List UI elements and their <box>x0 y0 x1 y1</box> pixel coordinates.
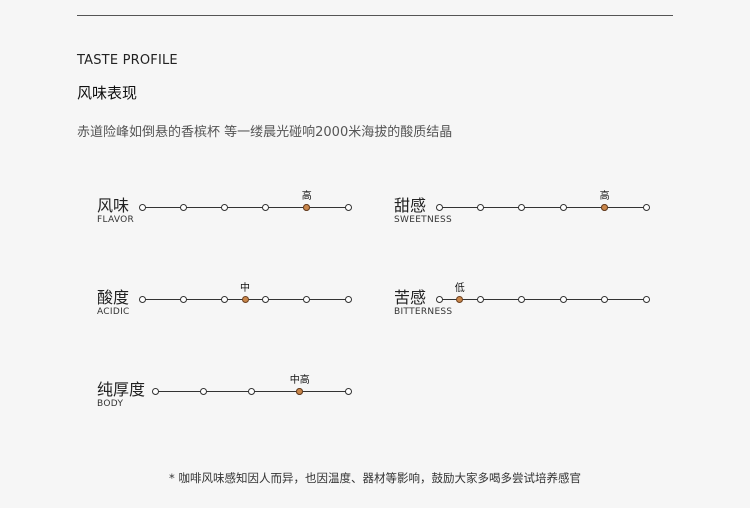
footnote: * 咖啡风味感知因人而异，也因温度、器材等影响，鼓励大家多喝多尝试培养感官 <box>169 471 581 485</box>
acidic-level-marker <box>241 296 249 303</box>
bitterness-level-label: 低 <box>454 283 465 294</box>
sweetness-level-marker <box>601 204 609 211</box>
sweetness-scale: 高 <box>435 191 650 211</box>
body-level-label: 中高 <box>289 375 310 386</box>
body-scale-dot <box>248 388 255 395</box>
flavor-scale-dot <box>262 204 270 211</box>
attr-acidic-zh: 酸度 <box>97 288 130 307</box>
attr-sweetness-en: SWEETNESS <box>394 215 453 225</box>
flavor-scale-dot <box>220 204 228 211</box>
acidic-scale-dot <box>303 296 311 303</box>
flavor-level-label: 高 <box>301 191 312 202</box>
body-level-marker <box>296 388 304 395</box>
sweetness-scale-line <box>439 207 646 208</box>
flavor-scale-dot <box>179 204 187 211</box>
body-scale: 中高 <box>151 375 352 395</box>
bitterness-scale-dot <box>559 296 567 303</box>
acidic-scale-dot <box>179 296 187 303</box>
attr-bitterness-en: BITTERNESS <box>394 307 453 317</box>
acidic-level-label: 中 <box>240 283 250 294</box>
body-scale-dot <box>199 388 207 395</box>
bitterness-scale-dot <box>476 296 484 303</box>
acidic-scale: 中 <box>138 283 352 303</box>
acidic-scale-dot <box>344 296 352 303</box>
body-scale-dot <box>151 388 159 395</box>
bitterness-scale-dot <box>435 296 443 303</box>
section-description: 赤道险峰如倒悬的香槟杯 等一缕晨光碰响2000米海拔的酸质结晶 <box>77 125 453 140</box>
sweetness-scale-dot <box>642 204 650 211</box>
attr-sweetness-zh: 甜感 <box>394 196 427 215</box>
flavor-scale-dot <box>138 204 146 211</box>
sweetness-scale-dot <box>559 204 567 211</box>
bitterness-level-marker <box>456 296 464 303</box>
bitterness-scale-dot <box>601 296 609 303</box>
section-title: 风味表现 <box>77 84 138 102</box>
sweetness-scale-dot <box>518 204 526 211</box>
attr-flavor-zh: 风味 <box>97 196 130 215</box>
attr-body-en: BODY <box>97 399 124 409</box>
flavor-level-marker <box>303 204 311 211</box>
sweetness-level-label: 高 <box>599 191 610 202</box>
flavor-scale-dot <box>344 204 352 211</box>
sweetness-scale-dot <box>435 204 443 211</box>
flavor-scale: 高 <box>138 191 352 211</box>
bitterness-scale: 低 <box>435 283 650 303</box>
attr-body-zh: 纯厚度 <box>97 380 146 399</box>
attr-bitterness-zh: 苦感 <box>394 288 427 307</box>
flavor-scale-line <box>142 207 348 208</box>
bitterness-scale-dot <box>518 296 526 303</box>
sweetness-scale-dot <box>476 204 484 211</box>
acidic-scale-dot <box>262 296 270 303</box>
acidic-scale-dot <box>220 296 228 303</box>
bitterness-scale-line <box>439 299 646 300</box>
attr-acidic-en: ACIDIC <box>97 307 130 317</box>
top-divider <box>77 15 673 16</box>
section-label: TASTE PROFILE <box>77 53 178 68</box>
bitterness-scale-dot <box>642 296 650 303</box>
attr-flavor-en: FLAVOR <box>97 215 135 225</box>
body-scale-dot <box>344 388 352 395</box>
acidic-scale-dot <box>138 296 146 303</box>
